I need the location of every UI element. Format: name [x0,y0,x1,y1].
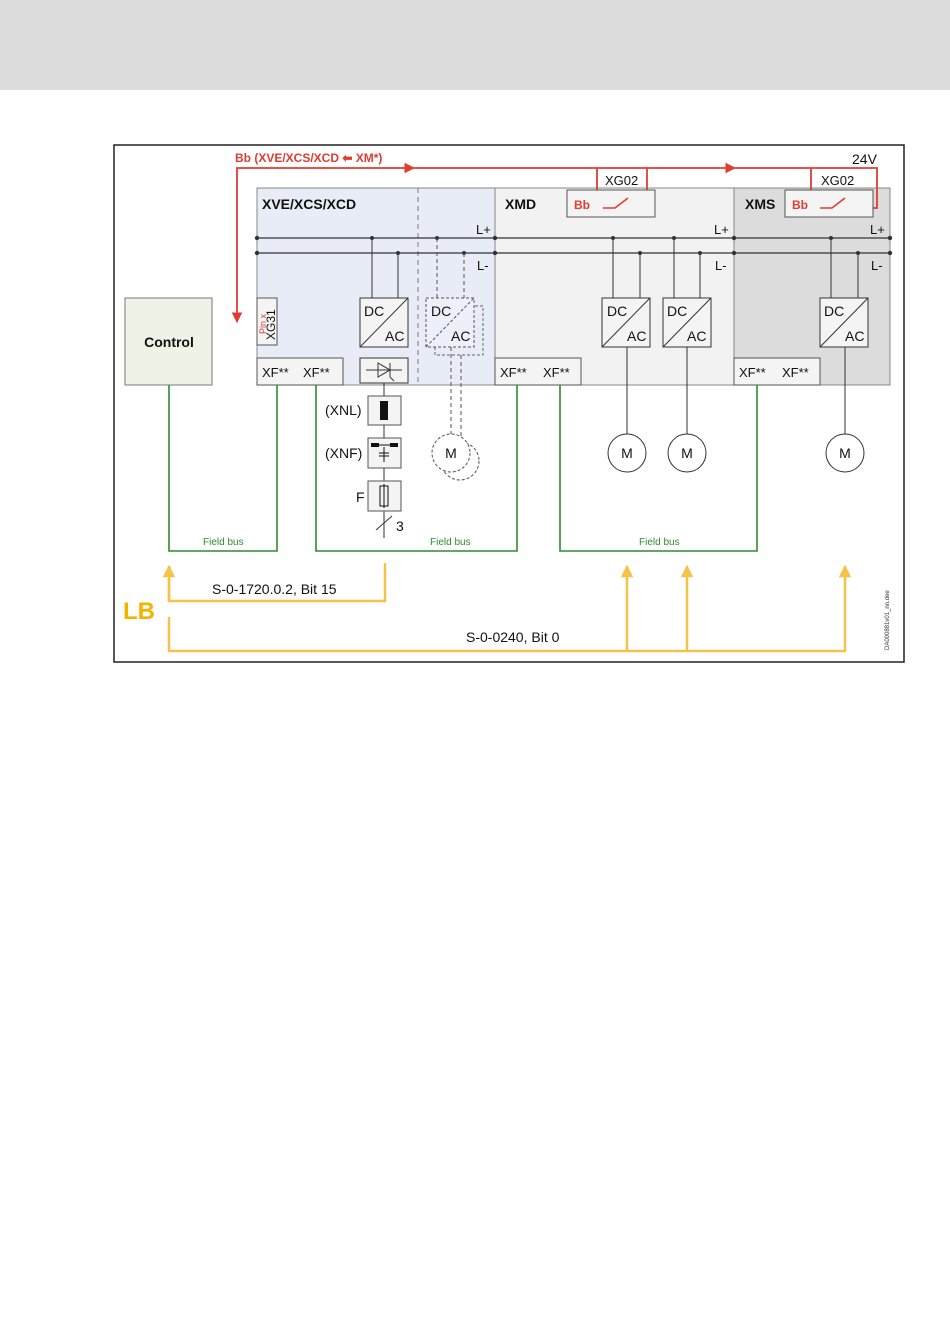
converter-ac-label: AC [385,328,404,344]
motor-xmd-2: M [668,434,706,472]
converter-dc-label: DC [607,303,627,319]
xmd-module-title: XMD [505,196,536,212]
dc-ac-converter-xmd-1: DC AC [602,298,650,347]
bb-contact-label: Bb [574,198,590,212]
xve-module-title: XVE/XCS/XCD [262,196,356,212]
xve-l-minus: L- [477,258,489,273]
xms-module-title: XMS [745,196,775,212]
xf-connector-label: XF** [739,365,766,380]
converter-dc-label: DC [364,303,384,319]
xf-connector-label: XF** [543,365,570,380]
fieldbus-label-3: Field bus [639,537,680,548]
fuse-symbol [368,481,401,511]
motor-xmd-1: M [608,434,646,472]
dc-ac-converter-xve-optional: DC AC [426,298,483,355]
fieldbus-label-2: Field bus [430,537,471,548]
fuse-label: F [356,489,365,505]
xms-module-panel [734,188,890,385]
motor-label: M [621,445,633,461]
motor-label: M [681,445,693,461]
motor-label: M [839,445,851,461]
motor-xms: M [826,434,864,472]
xnf-label: (XNF) [325,445,362,461]
xg02-label: XG02 [821,173,854,188]
converter-dc-label: DC [667,303,687,319]
phase-count-label: 3 [396,518,404,534]
xf-connector-label: XF** [262,365,289,380]
xmd-l-plus: L+ [714,222,729,237]
motor-label: M [445,445,457,461]
xf-connectors-xmd: XF** XF** [495,358,581,385]
control-label: Control [144,334,194,350]
xf-connectors-xms: XF** XF** [734,358,820,385]
xnl-label: (XNL) [325,402,362,418]
lb-signal-1720: S-0-1720.0.2, Bit 15 [212,581,337,597]
dc-ac-converter-xms: DC AC [820,298,868,347]
drawing-id: DA000881v01_nn.dee [885,590,891,650]
xf-connector-label: XF** [303,365,330,380]
converter-ac-label: AC [451,328,470,344]
converter-dc-label: DC [431,303,451,319]
line-choke-xnl [368,396,401,425]
converter-ac-label: AC [627,328,646,344]
bb-line-label: Bb (XVE/XCS/XCD ⬅ XM*) [235,151,382,165]
xf-connectors-xve: XF** XF** [257,358,343,385]
xms-l-plus: L+ [870,222,885,237]
xg31-terminal: Pin x XG31 [257,298,278,345]
xve-l-plus: L+ [476,222,491,237]
fieldbus-label-1: Field bus [203,537,244,548]
xmd-l-minus: L- [715,258,727,273]
xg02-label: XG02 [605,173,638,188]
supply-24v-label: 24V [852,151,878,167]
dc-ac-converter-xmd-2: DC AC [663,298,711,347]
bb-contact-label: Bb [792,198,808,212]
dc-ac-converter-xve: DC AC [360,298,408,347]
rectifier-symbol [360,358,408,383]
line-filter-xnf [368,438,401,468]
xmd-module-panel [495,188,734,385]
xg31-label: XG31 [264,309,278,340]
xf-connector-label: XF** [500,365,527,380]
xms-l-minus: L- [871,258,883,273]
converter-ac-label: AC [845,328,864,344]
xf-connector-label: XF** [782,365,809,380]
lb-signal-0240: S-0-0240, Bit 0 [466,629,560,645]
converter-ac-label: AC [687,328,706,344]
lb-label: LB [123,598,155,625]
converter-dc-label: DC [824,303,844,319]
